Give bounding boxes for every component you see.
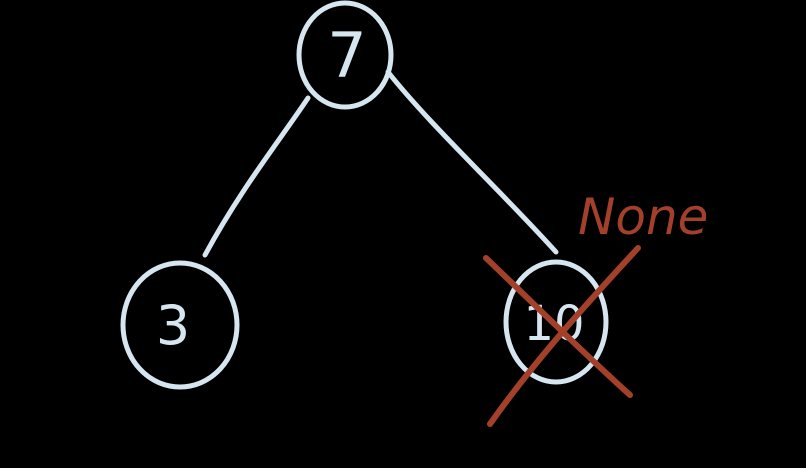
node-circle — [120, 260, 240, 390]
edge-root-right — [385, 69, 559, 255]
node-label: 3 — [156, 294, 190, 357]
cross-stroke-1 — [483, 255, 633, 398]
annotation-none: None — [578, 188, 708, 246]
node-circle — [503, 259, 609, 385]
cross-stroke-2 — [487, 245, 641, 427]
tree-node-root: 7 — [296, 0, 394, 110]
edge-root-left — [202, 95, 311, 258]
tree-node-left: 3 — [120, 260, 240, 390]
cross-out-mark — [483, 245, 641, 427]
node-circle — [296, 0, 394, 110]
node-label: 7 — [327, 19, 366, 92]
